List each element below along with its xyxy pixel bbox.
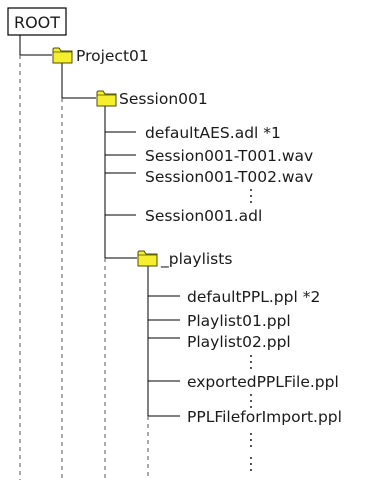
file-label: Session001-T001.wav bbox=[145, 147, 313, 165]
root-node: ROOT bbox=[7, 7, 67, 36]
folder-label-project: Project01 bbox=[76, 47, 149, 65]
ellipsis-icon bbox=[250, 457, 252, 471]
file-label: Playlist01.ppl bbox=[187, 312, 291, 330]
file-label: defaultPPL.ppl *2 bbox=[187, 288, 320, 306]
file-label: Playlist02.ppl bbox=[187, 333, 291, 351]
tree-lines bbox=[19, 35, 180, 417]
folder-icon bbox=[52, 47, 73, 64]
ellipsis-dots bbox=[250, 189, 252, 471]
folder-label-playlists: _playlists bbox=[160, 250, 232, 269]
file-label: defaultAES.adl *1 bbox=[145, 124, 281, 142]
file-label: exportedPPLFile.ppl bbox=[187, 373, 339, 391]
continuation-lines bbox=[19, 55, 149, 480]
file-label: PPLFileforImport.ppl bbox=[187, 408, 342, 426]
file-label: Session001-T002.wav bbox=[145, 168, 313, 186]
ellipsis-icon bbox=[250, 394, 252, 408]
root-box bbox=[7, 7, 67, 36]
ellipsis-icon bbox=[250, 355, 252, 369]
ellipsis-icon bbox=[250, 433, 252, 447]
folder-icon bbox=[137, 250, 158, 267]
folder-icon bbox=[96, 90, 117, 107]
ellipsis-icon bbox=[250, 189, 252, 203]
root-label: ROOT bbox=[14, 13, 60, 32]
folder-label-session: Session001 bbox=[119, 90, 208, 108]
file-label: Session001.adl bbox=[145, 207, 262, 225]
